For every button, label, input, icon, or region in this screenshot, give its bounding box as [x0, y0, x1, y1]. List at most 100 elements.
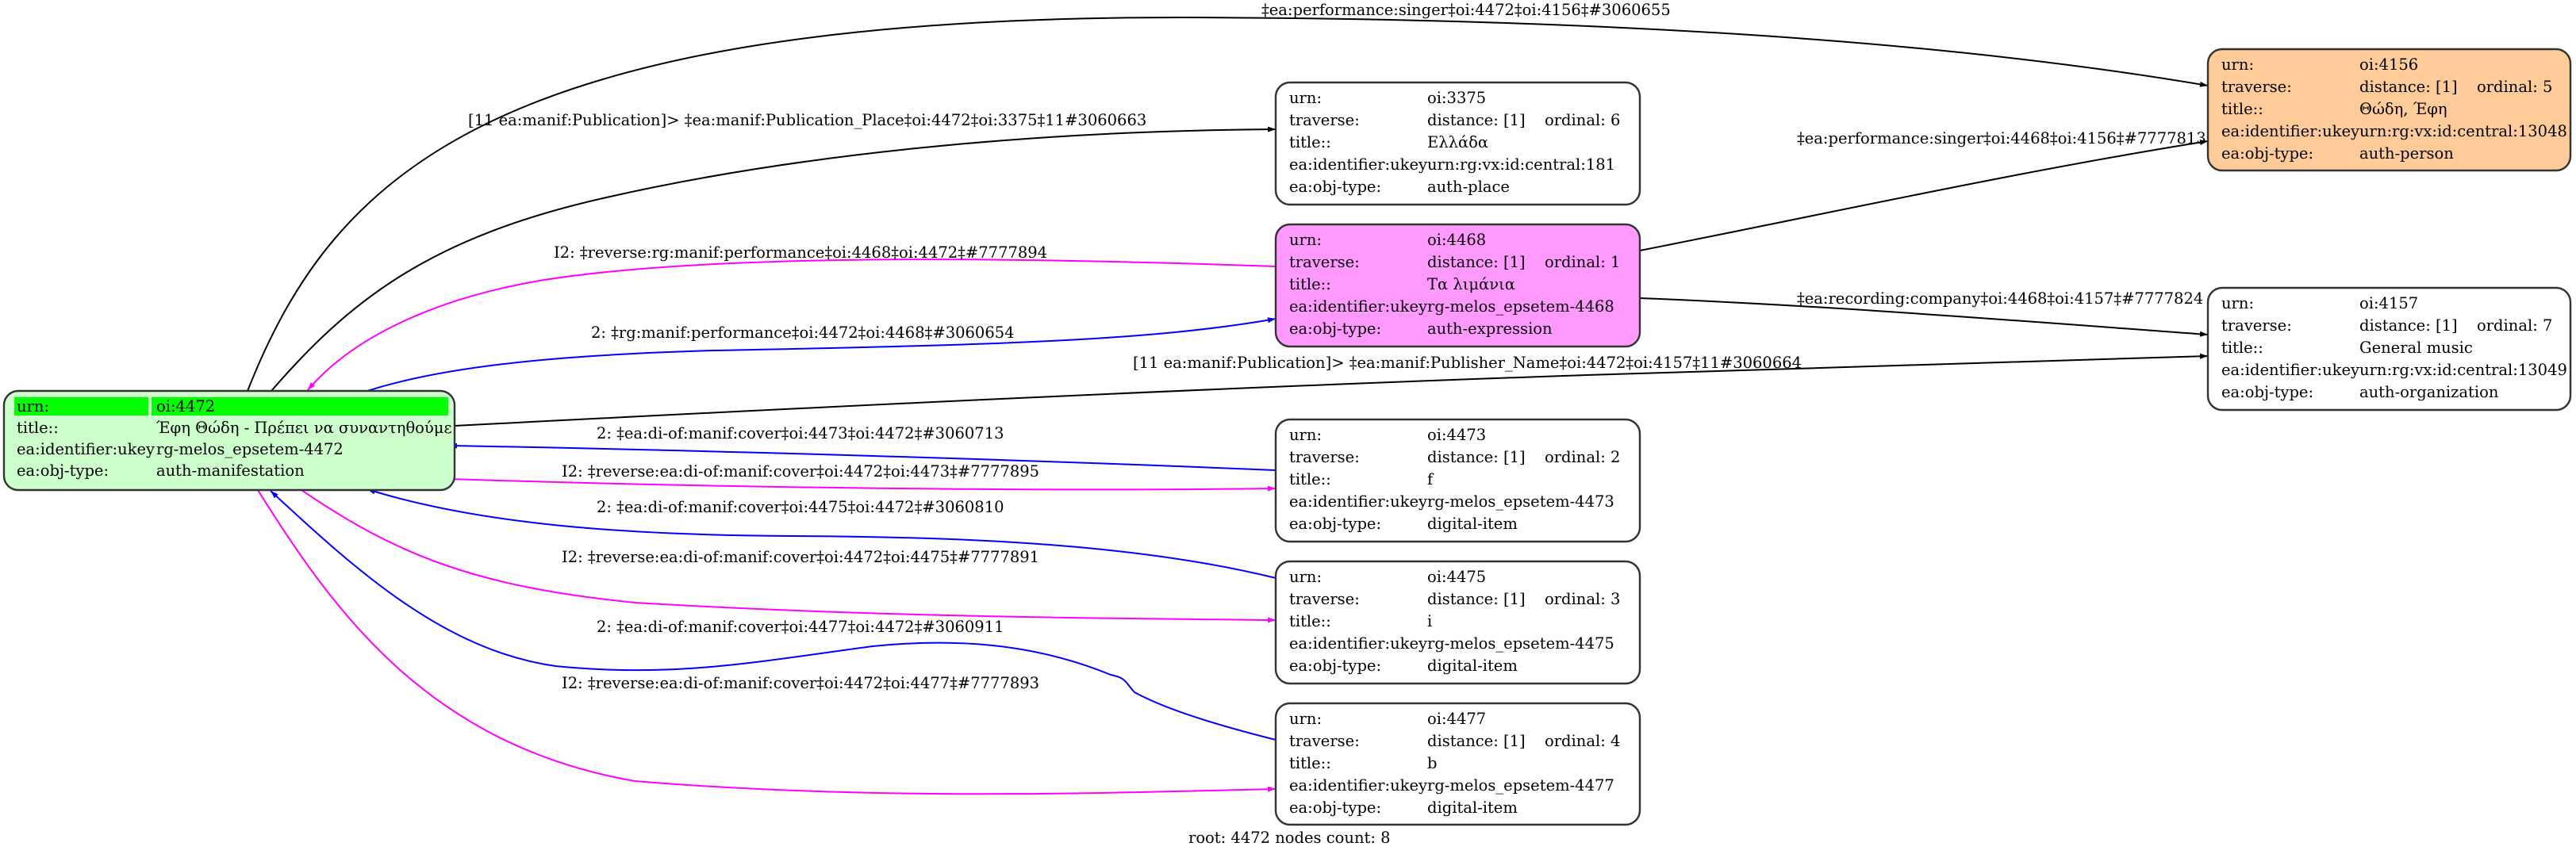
node-distance: distance: [1] — [2359, 78, 2458, 96]
node-box[interactable] — [2, 389, 456, 492]
edge-4473-to-4472[interactable]: 2: ‡ea:di-of:manif:cover‡oi:4473‡oi:4472… — [448, 424, 1276, 471]
edge-4472-to-3375[interactable]: [11 ea:manif:Publication]> ‡ea:manif:Pub… — [271, 111, 1276, 392]
node-urn: oi:3375 — [1427, 89, 1486, 107]
node-box[interactable] — [1274, 560, 1641, 685]
node-4156[interactable]: urn: oi:4156 traverse: distance: [1] ord… — [2206, 48, 2572, 172]
edge-path[interactable] — [454, 353, 2209, 427]
node-key: ea:obj-type: — [1289, 178, 1381, 196]
node-key: title:: — [1289, 275, 1331, 293]
node-obj-type: digital-item — [1427, 657, 1518, 675]
node-title: Θώδη, Έφη — [2359, 100, 2447, 118]
node-distance: distance: [1] — [1427, 448, 1526, 466]
edge-4468-to-4157[interactable]: ‡ea:recording:company‡oi:4468‡oi:4157‡#7… — [1639, 289, 2209, 337]
node-key: urn: — [17, 397, 49, 416]
edge-label: I2: ‡reverse:ea:di-of:manif:cover‡oi:447… — [562, 548, 1039, 566]
node-key: ea:obj-type: — [1289, 320, 1381, 338]
edge-label: 2: ‡rg:manif:performance‡oi:4472‡oi:4468… — [591, 324, 1015, 342]
node-obj-type: auth-expression — [1427, 320, 1553, 338]
node-ordinal: ordinal: 3 — [1545, 590, 1620, 608]
node-box[interactable] — [1274, 702, 1641, 826]
edge-4475-to-4472[interactable]: 2: ‡ea:di-of:manif:cover‡oi:4475‡oi:4472… — [367, 488, 1276, 579]
node-key: ea:identifier:ukey — [2221, 122, 2359, 140]
edge-path[interactable] — [301, 489, 1276, 623]
node-4475[interactable]: urn: oi:4475 traverse: distance: [1] ord… — [1274, 560, 1641, 685]
edge-4468-to-4472[interactable]: I2: ‡reverse:rg:manif:performance‡oi:446… — [307, 243, 1276, 391]
node-ukey: urn:rg:vx:id:central:13048 — [2359, 122, 2567, 140]
edge-path[interactable] — [257, 489, 1276, 795]
node-box[interactable] — [1274, 223, 1641, 348]
node-4477[interactable]: urn: oi:4477 traverse: distance: [1] ord… — [1274, 702, 1641, 826]
edge-path[interactable] — [1639, 297, 2209, 337]
node-key: urn: — [2221, 294, 2254, 312]
node-title: f — [1427, 470, 1434, 488]
edge-path[interactable] — [367, 317, 1276, 392]
node-title: Έφη Θώδη - Πρέπει να συναντηθούμε — [156, 419, 452, 437]
node-key: traverse: — [1289, 111, 1360, 129]
node-obj-type: auth-manifestation — [156, 461, 305, 480]
node-urn: oi:4475 — [1427, 568, 1486, 586]
node-obj-type: auth-organization — [2359, 383, 2499, 401]
edge-label: ‡ea:recording:company‡oi:4468‡oi:4157‡#7… — [1797, 289, 2203, 308]
edge-4477-to-4472[interactable]: 2: ‡ea:di-of:manif:cover‡oi:4477‡oi:4472… — [270, 490, 1276, 741]
node-ordinal: ordinal: 6 — [1545, 111, 1620, 129]
node-key: title:: — [17, 419, 59, 437]
node-key: ea:identifier:ukey — [1289, 492, 1427, 511]
node-key: traverse: — [1289, 732, 1360, 750]
edge-path[interactable] — [367, 488, 1276, 579]
edge-4472-to-4477[interactable]: I2: ‡reverse:ea:di-of:manif:cover‡oi:447… — [257, 489, 1276, 795]
node-key: title:: — [1289, 754, 1331, 772]
highlight-urn-key — [14, 397, 148, 416]
edge-label: 2: ‡ea:di-of:manif:cover‡oi:4477‡oi:4472… — [597, 618, 1004, 636]
edge-path[interactable] — [270, 490, 1276, 741]
node-4468[interactable]: urn: oi:4468 traverse: distance: [1] ord… — [1274, 223, 1641, 348]
node-ukey: rg-melos_epsetem-4468 — [1427, 297, 1614, 316]
node-key: urn: — [1289, 426, 1322, 444]
edge-4468-to-4156[interactable]: ‡ea:performance:singer‡oi:4468‡oi:4156‡#… — [1639, 129, 2209, 251]
node-box[interactable] — [1274, 418, 1641, 543]
node-key: traverse: — [2221, 78, 2292, 96]
edge-label: 2: ‡ea:di-of:manif:cover‡oi:4475‡oi:4472… — [597, 498, 1004, 516]
edge-path[interactable] — [307, 258, 1276, 391]
edge-4472-to-4156[interactable]: ‡ea:performance:singer‡oi:4472‡oi:4156‡#… — [247, 1, 2209, 392]
node-title: Τα λιμάνια — [1427, 275, 1515, 293]
edge-4472-to-4475[interactable]: I2: ‡reverse:ea:di-of:manif:cover‡oi:447… — [301, 489, 1276, 623]
node-ukey: rg-melos_epsetem-4475 — [1427, 634, 1614, 653]
node-key: ea:obj-type: — [2221, 383, 2313, 401]
edge-path[interactable] — [271, 126, 1276, 392]
edge-label: [11 ea:manif:Publication]> ‡ea:manif:Pub… — [1133, 354, 1802, 372]
node-key: title:: — [2221, 339, 2263, 357]
node-title: General music — [2359, 339, 2473, 357]
node-key: title:: — [2221, 100, 2263, 118]
graph-footer-caption: root: 4472 nodes count: 8 — [1188, 829, 1391, 847]
node-urn: oi:4468 — [1427, 231, 1486, 249]
node-urn: oi:4157 — [2359, 294, 2418, 312]
edge-4472-to-4157[interactable]: [11 ea:manif:Publication]> ‡ea:manif:Pub… — [454, 353, 2209, 427]
edge-path[interactable] — [448, 442, 1276, 471]
node-4157[interactable]: urn: oi:4157 traverse: distance: [1] ord… — [2206, 286, 2572, 412]
edges-layer: ‡ea:performance:singer‡oi:4472‡oi:4156‡#… — [247, 1, 2209, 795]
node-3375[interactable]: urn: oi:3375 traverse: distance: [1] ord… — [1274, 81, 1641, 206]
node-obj-type: auth-person — [2359, 144, 2454, 163]
node-key: ea:obj-type: — [17, 461, 109, 480]
node-urn: oi:4473 — [1427, 426, 1486, 444]
node-ukey: rg-melos_epsetem-4473 — [1427, 492, 1614, 511]
edge-label: [11 ea:manif:Publication]> ‡ea:manif:Pub… — [468, 111, 1146, 129]
node-urn: oi:4156 — [2359, 56, 2418, 74]
node-key: traverse: — [1289, 253, 1360, 271]
edge-4472-to-4468[interactable]: 2: ‡rg:manif:performance‡oi:4472‡oi:4468… — [367, 317, 1276, 392]
edge-path[interactable] — [247, 16, 2209, 392]
node-box[interactable] — [2206, 48, 2572, 172]
node-key: traverse: — [2221, 316, 2292, 335]
node-4473[interactable]: urn: oi:4473 traverse: distance: [1] ord… — [1274, 418, 1641, 543]
node-ordinal: ordinal: 1 — [1545, 253, 1620, 271]
edge-4472-to-4473[interactable]: I2: ‡reverse:ea:di-of:manif:cover‡oi:447… — [448, 462, 1276, 492]
node-box[interactable] — [2206, 286, 2572, 412]
node-key: urn: — [1289, 89, 1322, 107]
node-key: ea:identifier:ukey — [1289, 297, 1427, 316]
node-title: Ελλάδα — [1427, 133, 1488, 151]
node-root-4472[interactable]: urn: oi:4472 title:: Έφη Θώδη - Πρέπει ν… — [2, 389, 456, 492]
node-key: ea:identifier:ukey — [17, 440, 155, 458]
node-box[interactable] — [1274, 81, 1641, 206]
edge-path[interactable] — [448, 478, 1276, 492]
edge-path[interactable] — [1639, 140, 2209, 251]
